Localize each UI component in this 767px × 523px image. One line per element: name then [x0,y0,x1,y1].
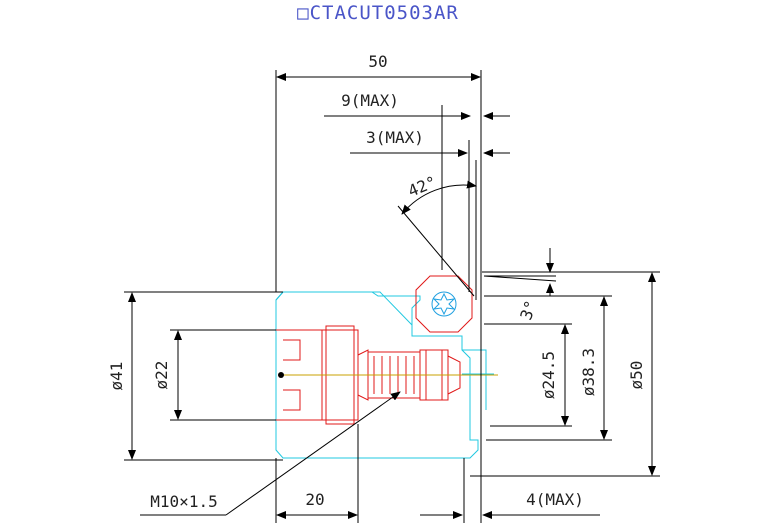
dim-overall-length: 50 [368,52,387,71]
clamp-screw-outline [276,275,473,425]
center-mark [278,372,284,378]
dim-angle-3: 3° [516,298,540,323]
tool-body-outline [275,291,494,459]
dim-thread: M10×1.5 [150,492,217,511]
dim-max-3: 3(MAX) [366,128,424,147]
dim-max-4: 4(MAX) [526,490,584,509]
dim-max-9: 9(MAX) [341,91,399,110]
drawing-title: □CTACUT0503AR [297,2,459,24]
dim-angle-42: 42° [405,172,439,200]
torx-screw-icon [431,291,457,317]
dim-dia-22: ø22 [152,361,171,390]
dim-length-20: 20 [305,490,324,509]
dim-dia-38-3: ø38.3 [579,348,598,396]
dim-dia-50: ø50 [627,361,646,390]
dimension-lines [124,70,660,523]
dim-dia-24-5: ø24.5 [539,351,558,399]
dim-dia-41: ø41 [107,362,126,391]
